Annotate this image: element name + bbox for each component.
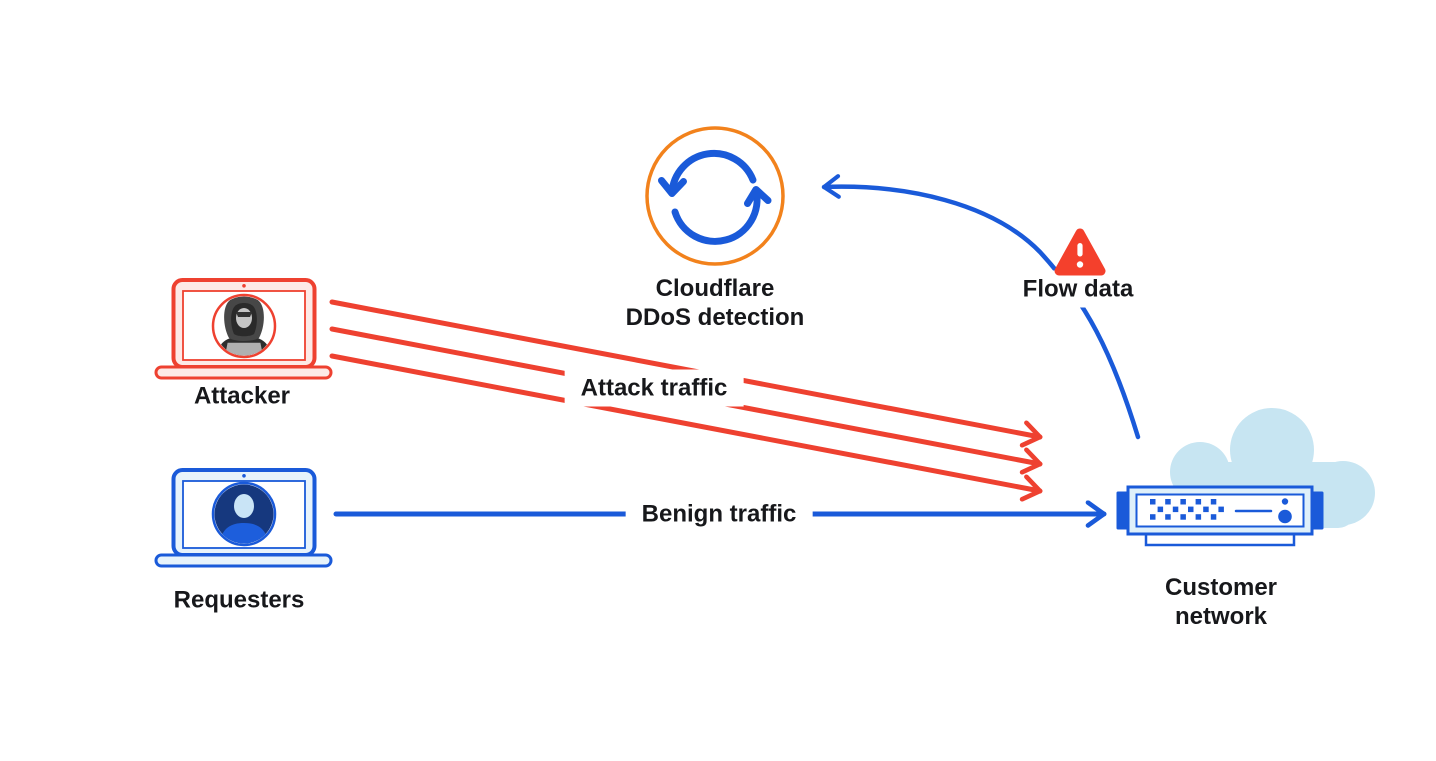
benign-traffic-label: Benign traffic: [625, 495, 813, 533]
flow-data-label: Flow data: [1008, 270, 1148, 308]
sync-icon: [658, 149, 772, 245]
warning-triangle-icon: [1054, 228, 1106, 276]
customer-network-label-line1: Customer: [1164, 574, 1278, 601]
server-led-dots: [1150, 499, 1224, 520]
attack-traffic-label: Attack traffic: [564, 369, 744, 407]
customer-network-label-line2: network: [1174, 603, 1267, 630]
attacker-laptop-icon: [154, 278, 333, 380]
cloudflare-label-line2: DDoS detection: [625, 304, 805, 331]
requesters-laptop-icon: [154, 468, 333, 568]
requesters-label: Requesters: [173, 586, 305, 614]
flow-data-arrow: [821, 174, 1141, 440]
cloudflare-circle: [645, 126, 785, 266]
webcam-dot: [242, 474, 246, 478]
attacker-label: Attacker: [193, 382, 291, 410]
server-icon: [1116, 485, 1324, 547]
user-avatar-icon: [214, 484, 274, 544]
customer-network-label: Customer network: [1165, 573, 1277, 631]
webcam-dot: [242, 284, 246, 288]
cloudflare-ddos-node: [645, 126, 785, 266]
cloudflare-label: Cloudflare DDoS detection: [626, 274, 805, 332]
cloudflare-label-line1: Cloudflare: [655, 275, 775, 302]
